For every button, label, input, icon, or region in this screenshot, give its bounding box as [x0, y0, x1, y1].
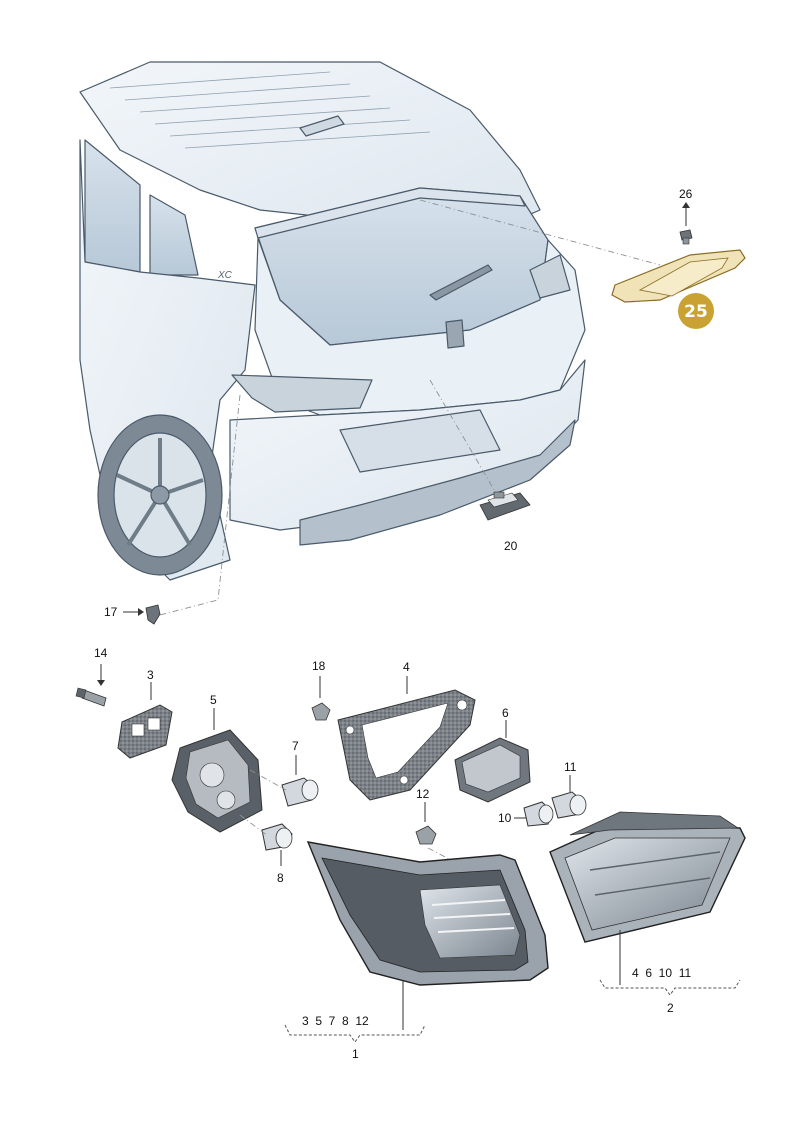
side-window-front: [84, 139, 141, 273]
rear-wiper: [429, 264, 493, 301]
callout-1: 1: [352, 1047, 359, 1061]
callout-11: 11: [564, 760, 577, 774]
part-11-bulb[interactable]: [551, 775, 587, 819]
callout-18: 18: [312, 659, 326, 673]
assembly-1-content-list: 3 5 7 8 12: [302, 1014, 369, 1028]
part-25-inner-plate: [638, 257, 729, 297]
callout-14: 14: [94, 646, 108, 660]
callout-6: 6: [502, 706, 509, 720]
part-10-bulb[interactable]: [514, 801, 554, 827]
rear-emblem: [445, 319, 465, 349]
part-5-bulb-holder-left[interactable]: [171, 708, 263, 833]
badge-25[interactable]: 25: [678, 293, 714, 329]
lamp-2-back: [569, 811, 740, 836]
part-18-nut[interactable]: [311, 676, 331, 721]
part-17-clip[interactable]: [123, 604, 161, 625]
roof-antenna: [299, 115, 345, 137]
lamp-2-inner-line: [589, 851, 721, 896]
part-25-highlighted-component[interactable]: [611, 249, 746, 303]
callout-20: 20: [504, 539, 518, 553]
leader-lines-top: [159, 199, 661, 616]
lamp-2-lens: [564, 837, 731, 931]
side-window-rear: [149, 194, 199, 276]
car-tail-lamp-left: [231, 374, 373, 413]
callout-5: 5: [210, 693, 217, 707]
part-26-screw[interactable]: [679, 202, 693, 245]
assembly-2-content-list: 4 6 10 11: [632, 966, 691, 980]
callout-12: 12: [416, 787, 430, 801]
callout-7: 7: [292, 739, 299, 753]
part-7-bulb[interactable]: [281, 755, 319, 807]
part-20-licence-plate-lamp[interactable]: [479, 491, 531, 521]
badge-25-label: 25: [684, 302, 708, 322]
callout-3: 3: [147, 668, 154, 682]
callout-26: 26: [679, 187, 693, 201]
wheel-hub: [150, 485, 170, 505]
callout-8: 8: [277, 871, 284, 885]
callout-4: 4: [403, 660, 410, 674]
part-8-bulb[interactable]: [261, 823, 293, 866]
car-tail-lamp-right: [529, 254, 571, 299]
part-12-nut[interactable]: [415, 802, 437, 845]
part-2-inner-tail-lamp[interactable]: [549, 811, 746, 943]
part-3-lamp-holder-gasket[interactable]: [117, 682, 173, 759]
part-14-adjuster-screw[interactable]: [75, 664, 107, 707]
model-badge: XC: [217, 270, 233, 281]
callout-17: 17: [104, 605, 118, 619]
callout-2: 2: [667, 1001, 674, 1015]
roof-ribs: [109, 71, 431, 149]
badge-25-circle: [678, 293, 714, 329]
licence-plate-recess: [339, 409, 501, 473]
part-6-bulb-holder-right[interactable]: [454, 720, 531, 803]
part-1-outer-tail-lamp[interactable]: [306, 841, 549, 986]
bracket-assembly-1: [284, 1024, 426, 1043]
bracket-assembly-2: [599, 979, 741, 996]
lamp-1-light-strips: [431, 899, 515, 933]
part-4-lamp-gasket[interactable]: [337, 676, 476, 801]
callout-10: 10: [498, 811, 512, 825]
vehicle-rear-illustration: [79, 61, 586, 581]
diffuser: [299, 419, 576, 546]
